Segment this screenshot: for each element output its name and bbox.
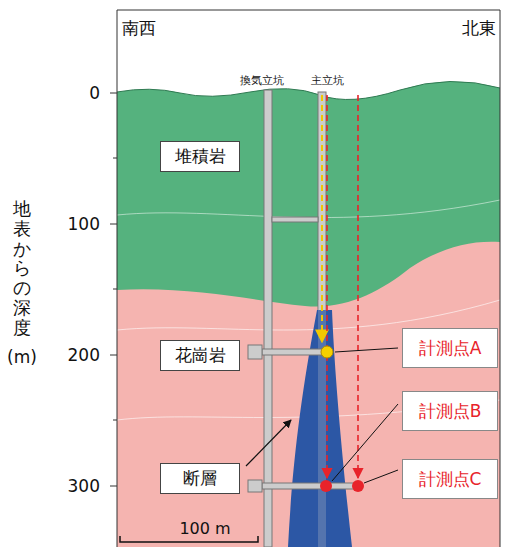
leader-line bbox=[364, 470, 398, 483]
measure-point-name: 計測点A bbox=[419, 337, 482, 360]
shaft-label: 換気立坑 bbox=[240, 73, 284, 88]
rock-label-box: 堆積岩 bbox=[160, 141, 240, 172]
gallery bbox=[262, 483, 360, 489]
measure-line bbox=[357, 95, 359, 478]
measure-point bbox=[320, 480, 332, 492]
direction-label: 北東 bbox=[462, 17, 496, 40]
measure-point-box: 計測点B bbox=[402, 391, 498, 431]
main-shaft bbox=[318, 92, 326, 547]
measure-point-name: 計測点C bbox=[419, 468, 482, 491]
shaft-label: 主立坑 bbox=[311, 73, 344, 88]
axis-tick-label: 0 bbox=[89, 83, 100, 103]
measure-point bbox=[321, 346, 333, 358]
measure-point-name: 計測点B bbox=[419, 400, 482, 423]
axis-tick-label: 200 bbox=[68, 345, 100, 365]
leader-line bbox=[335, 348, 398, 352]
axis-title: 地表からの深度 bbox=[13, 199, 31, 338]
measure-point-box: 計測点A bbox=[402, 328, 498, 368]
rock-name: 断層 bbox=[183, 467, 217, 490]
gallery bbox=[248, 480, 262, 492]
axis-tick-label: 100 bbox=[68, 214, 100, 234]
axis-ticks bbox=[110, 93, 117, 486]
gallery bbox=[262, 349, 326, 355]
ventilation-shaft bbox=[264, 90, 272, 547]
direction-label: 南西 bbox=[122, 17, 156, 40]
gallery bbox=[248, 345, 262, 359]
gallery bbox=[272, 217, 318, 222]
scale-label: 100 m bbox=[179, 519, 230, 538]
leader-arrow bbox=[246, 420, 291, 466]
rock-label-box: 花崗岩 bbox=[160, 340, 240, 371]
measure-line bbox=[326, 95, 328, 478]
axis-title: (m) bbox=[7, 347, 37, 367]
axis-tick-label: 300 bbox=[68, 476, 100, 496]
measure-line bbox=[321, 95, 323, 342]
frame bbox=[117, 10, 500, 547]
measure-point-box: 計測点C bbox=[402, 459, 498, 499]
rock-name: 花崗岩 bbox=[175, 344, 226, 367]
ground-surface bbox=[117, 81, 500, 99]
rock-label-box: 断層 bbox=[160, 463, 240, 494]
leader-line bbox=[332, 404, 398, 481]
sedimentary-region bbox=[117, 81, 500, 306]
measure-point bbox=[352, 480, 364, 492]
rock-name: 堆積岩 bbox=[175, 145, 226, 168]
strata-line bbox=[117, 200, 500, 218]
